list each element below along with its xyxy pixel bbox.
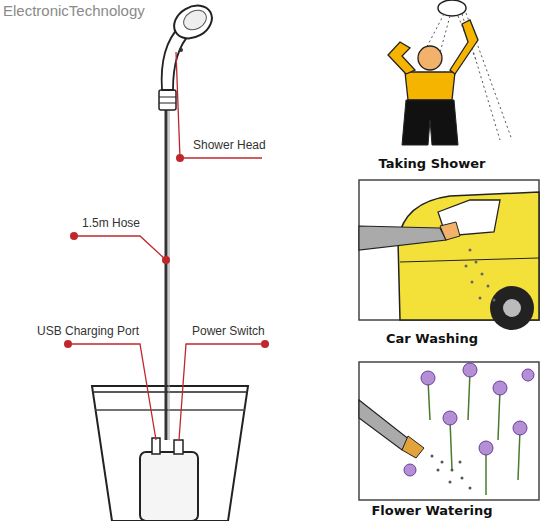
- caption: Taking Shower: [379, 156, 486, 171]
- part-label: Power Switch: [192, 324, 265, 338]
- shower-hose: [159, 0, 218, 440]
- part-label: 1.5m Hose: [82, 216, 140, 230]
- shower-person: [388, 0, 512, 145]
- leader-lines: [68, 52, 265, 440]
- caption: Flower Watering: [371, 503, 492, 518]
- watermark: ElectronicTechnology: [3, 2, 145, 19]
- flower-watering: [359, 362, 539, 500]
- car-washing: [359, 180, 539, 330]
- part-label: USB Charging Port: [37, 324, 139, 338]
- pump: [140, 438, 198, 521]
- leader-dots: [64, 154, 269, 348]
- caption: Car Washing: [386, 331, 478, 346]
- bucket: [92, 386, 248, 521]
- part-label: Shower Head: [193, 138, 266, 152]
